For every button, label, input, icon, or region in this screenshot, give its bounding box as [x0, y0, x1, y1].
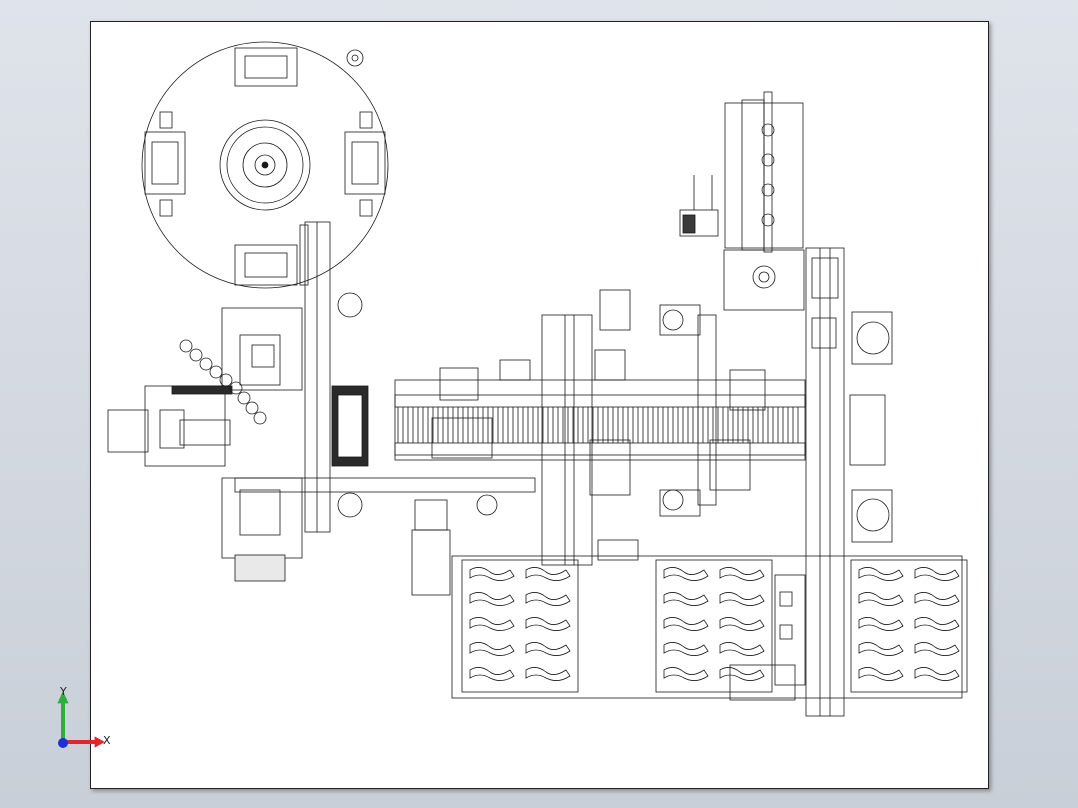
tray-part	[719, 567, 765, 581]
origin-point	[58, 738, 68, 748]
tray-part	[663, 592, 709, 606]
tray-part	[469, 567, 515, 581]
bottom-frame	[451, 555, 963, 701]
tray-part	[719, 642, 765, 656]
tray-part	[719, 592, 765, 606]
tray-part	[858, 667, 904, 681]
tray-part	[858, 567, 904, 581]
drag-chain	[179, 339, 267, 425]
tray-area	[461, 559, 968, 693]
y-axis-label: Y	[59, 685, 67, 698]
right-tower	[679, 91, 805, 311]
left-vertical-rail	[299, 221, 331, 533]
tray-part	[914, 617, 960, 631]
rotary-fixtures	[144, 47, 386, 286]
part-tray	[461, 559, 579, 693]
tray-part	[858, 617, 904, 631]
right-long-rail	[805, 247, 886, 717]
x-axis-arrowhead	[94, 736, 105, 748]
rotary-table	[141, 41, 389, 289]
tray-part	[469, 592, 515, 606]
tray-part	[525, 567, 571, 581]
tray-part	[663, 567, 709, 581]
bearing-brackets	[337, 292, 893, 543]
tray-part	[858, 592, 904, 606]
center-conveyor	[394, 289, 806, 517]
tray-part	[914, 592, 960, 606]
tray-part	[719, 617, 765, 631]
tray-part	[663, 642, 709, 656]
servo-motor	[411, 499, 639, 596]
part-tray	[655, 559, 773, 693]
part-tray	[850, 559, 968, 693]
vertical-slides	[541, 314, 717, 566]
tray-part	[914, 567, 960, 581]
tray-part	[663, 667, 709, 681]
tray-part	[469, 667, 515, 681]
tray-part	[858, 642, 904, 656]
tray-part	[525, 642, 571, 656]
tray-part	[525, 592, 571, 606]
drawing-sheet	[90, 21, 989, 789]
tray-part	[525, 617, 571, 631]
left-workstation	[107, 307, 536, 582]
axis-triad: Y X	[57, 685, 111, 748]
tray-part	[525, 667, 571, 681]
tray-part	[469, 617, 515, 631]
tray-part	[663, 617, 709, 631]
x-axis-label: X	[103, 734, 111, 747]
tray-part	[914, 642, 960, 656]
tray-part	[469, 642, 515, 656]
tray-part	[719, 667, 765, 681]
tray-part	[914, 667, 960, 681]
y-axis-arrowhead	[57, 691, 69, 704]
